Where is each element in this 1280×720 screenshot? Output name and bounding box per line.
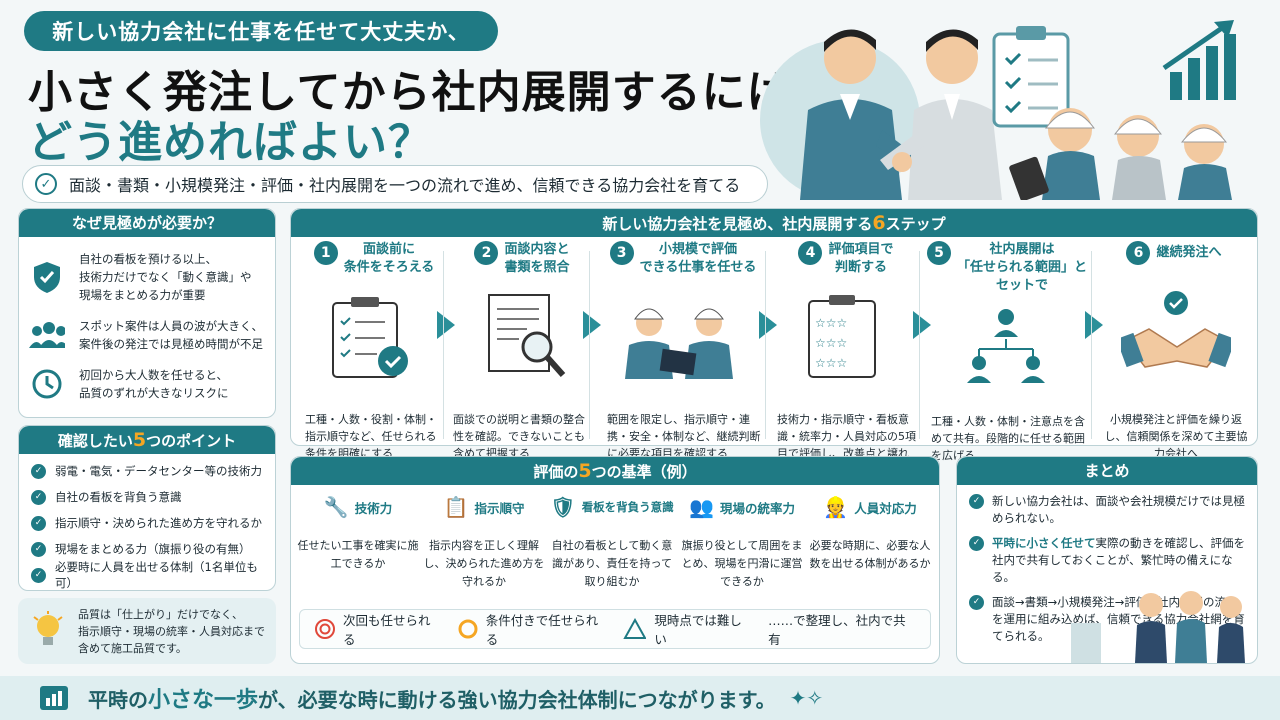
points-heading: 確認したい5つのポイント: [19, 426, 275, 454]
people-group-icon: [29, 317, 65, 353]
step-arrow: [759, 311, 777, 339]
why-item: 初回から大人数を任せると、品質のずれが大きなリスクに: [29, 366, 267, 402]
rating-legend: 次回も任せられる 条件付きで任せられる 現時点では難しい ……で整理し、社内で共…: [299, 609, 931, 649]
list-item: ✓指示順守・決められた進め方を守れるか: [31, 514, 275, 532]
clipboard-checklist-icon: [332, 297, 408, 378]
header-pill: 新しい協力会社に仕事を任せて大丈夫か、: [24, 11, 498, 51]
criterion-item: 👥現場の統率力 旗振り役として周囲をまとめ、現場を円滑に運営できるか: [681, 495, 803, 588]
step-arrow: [583, 311, 601, 339]
page-title-question: どう進めればよい？: [28, 117, 433, 168]
rating-clipboard-icon: ☆☆☆ ☆☆☆ ☆☆☆: [808, 295, 876, 378]
team-icon: 👥: [689, 495, 714, 519]
step-arrow: [1085, 311, 1103, 339]
why-item: スポット案件は人員の波が大きく、案件後の発注では見極め時間が不足: [29, 317, 267, 353]
worker-icon: 👷: [823, 495, 849, 519]
bar-chart-icon: [40, 686, 68, 710]
svg-text:☆☆☆: ☆☆☆: [815, 356, 847, 370]
subtitle-bar: ✓ 面談・書類・小規模発注・評価・社内展開を一つの流れで進め、信頼できる協力会社…: [22, 165, 768, 203]
handshake-icon: [1121, 291, 1231, 368]
clock-icon: [29, 366, 65, 402]
circle-icon: [458, 619, 478, 639]
wrench-icon: 🔧: [323, 495, 349, 519]
step-arrow: [913, 311, 931, 339]
summary-heading: まとめ: [957, 457, 1257, 485]
workers-icon: [625, 308, 733, 379]
shield-check-icon: [29, 259, 65, 295]
summary-panel: まとめ ✓新しい協力会社は、面談や会社規模だけでは見極められない。 ✓平時に小さ…: [956, 456, 1258, 664]
growth-chart-icon: [1162, 20, 1236, 100]
criterion-item: 🔧技術力 任せたい工事を確実に施工できるか: [297, 495, 419, 570]
list-item: ✓必要時に人員を出せる体制（1名単位も可）: [31, 560, 275, 590]
document-search-icon: [488, 294, 566, 377]
criterion-item: 🛡看板を背負う意識 自社の看板として動く意識があり、責任を持って取り組むか: [550, 495, 674, 588]
check-circle-icon: ✓: [35, 173, 57, 195]
shield-icon: 🛡: [550, 495, 576, 519]
check-icon: ✓: [31, 515, 46, 531]
page-title: 小さく発注してから社内展開するには: [28, 67, 792, 118]
handshake-hands: [892, 152, 912, 172]
list-item: ✓自社の看板を背負う意識: [31, 488, 275, 506]
clipboard-checklist-icon: [992, 26, 1070, 128]
steps-heading: 新しい協力会社を見極め、社内展開する6ステップ: [291, 209, 1257, 237]
subtitle-text: 面談・書類・小規模発注・評価・社内展開を一つの流れで進め、信頼できる協力会社を育…: [69, 176, 741, 195]
check-icon: ✓: [31, 567, 46, 583]
check-icon: ✓: [31, 541, 46, 557]
lightbulb-icon: [33, 611, 63, 645]
criterion-item: 📋指示順守 指示内容を正しく理解し、決められた進め方を守れるか: [423, 495, 545, 588]
list-item: ✓新しい協力会社は、面談や会社規模だけでは見極められない。: [969, 493, 1247, 527]
list-item: ✓平時に小さく任せて実際の動きを確認し、評価を社内で共有しておくことが、繁忙時の…: [969, 535, 1247, 586]
quality-note: 品質は「仕上がり」だけでなく、指示順守・現場の統率・人員対応まで含めて施工品質で…: [18, 598, 276, 664]
workers-group-figure: [1009, 108, 1232, 200]
criteria-heading: 評価の5つの基準（例）: [291, 457, 939, 485]
criterion-item: 👷人員対応力 必要な時期に、必要な人数を出せる体制があるか: [809, 495, 931, 570]
points-panel: 確認したい5つのポイント ✓弱電・電気・データセンター等の技術力 ✓自社の看板を…: [18, 425, 276, 591]
svg-text:☆☆☆: ☆☆☆: [815, 316, 847, 330]
double-circle-icon: [315, 619, 335, 639]
why-heading: なぜ見極めが必要か？: [19, 209, 275, 237]
check-icon: ✓: [31, 463, 46, 479]
clipboard-icon: 📋: [443, 495, 469, 519]
triangle-icon: [623, 618, 647, 639]
businessman-right-figure: [880, 29, 1002, 200]
step-arrow: [437, 311, 455, 339]
list-item: ✓現場をまとめる力（旗振り役の有無）: [31, 540, 275, 558]
svg-text:☆☆☆: ☆☆☆: [815, 336, 847, 350]
list-item: ✓面談→書類→小規模発注→評価→社内展開の流れを運用に組み込めば、信頼できる協力…: [969, 594, 1247, 645]
footer-banner: 平時の小さな一歩が、必要な時に動ける強い協力会社体制につながります。 ✦✧: [0, 676, 1280, 720]
org-chart-icon: [967, 309, 1045, 383]
criteria-panel: 評価の5つの基準（例） 🔧技術力 任せたい工事を確実に施工できるか 📋指示順守 …: [290, 456, 940, 664]
sparkle-icon: ✦✧: [789, 686, 824, 710]
why-panel: なぜ見極めが必要か？ 自社の看板を預ける以上、技術力だけでなく「動く意識」や現場…: [18, 208, 276, 418]
check-icon: ✓: [31, 489, 46, 505]
list-item: ✓弱電・電気・データセンター等の技術力: [31, 462, 275, 480]
why-item: 自社の看板を預ける以上、技術力だけでなく「動く意識」や現場をまとめる力が重要: [29, 250, 267, 304]
office-team-figure: [1071, 591, 1245, 663]
hero-illustration: [760, 20, 1236, 200]
